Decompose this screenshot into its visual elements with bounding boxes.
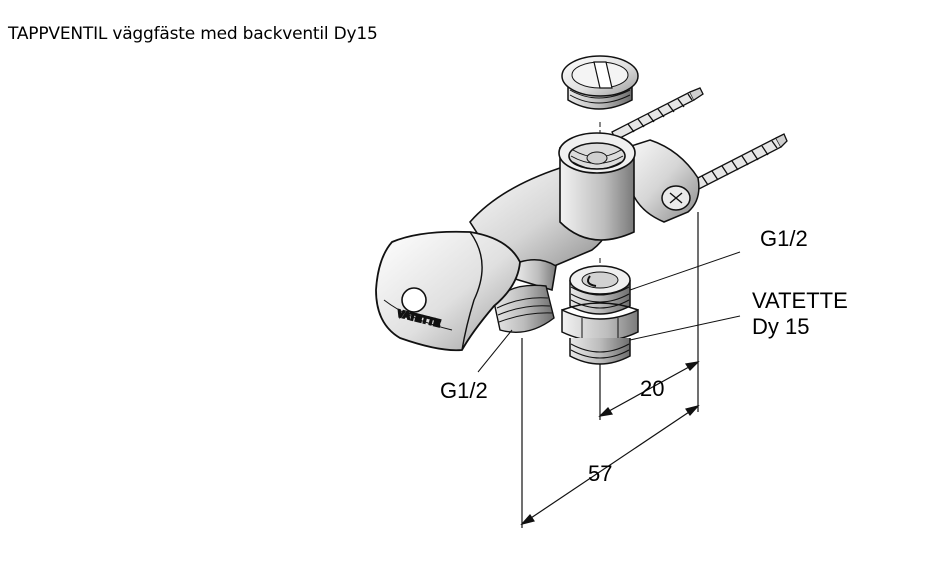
thread-label-left: G1/2 (440, 378, 488, 403)
nipple-label-line2: Dy 15 (752, 314, 809, 339)
dimension-20-label: 20 (640, 376, 664, 401)
page-title: TAPPVENTIL väggfäste med backventil Dy15 (8, 24, 378, 44)
nipple-label-line1: VATETTE (752, 288, 848, 313)
wall-bracket (624, 139, 700, 223)
leader-lines (477, 251, 741, 373)
screw-upper (611, 87, 704, 141)
check-valve-nipple (561, 258, 639, 365)
cap-plug (561, 55, 639, 110)
valve-handle: VATETTE (375, 230, 521, 352)
thread-label-right: G1/2 (760, 226, 808, 251)
screw-lower (689, 133, 788, 192)
dimension-lines (520, 212, 700, 528)
dimension-57-label: 57 (588, 461, 612, 486)
